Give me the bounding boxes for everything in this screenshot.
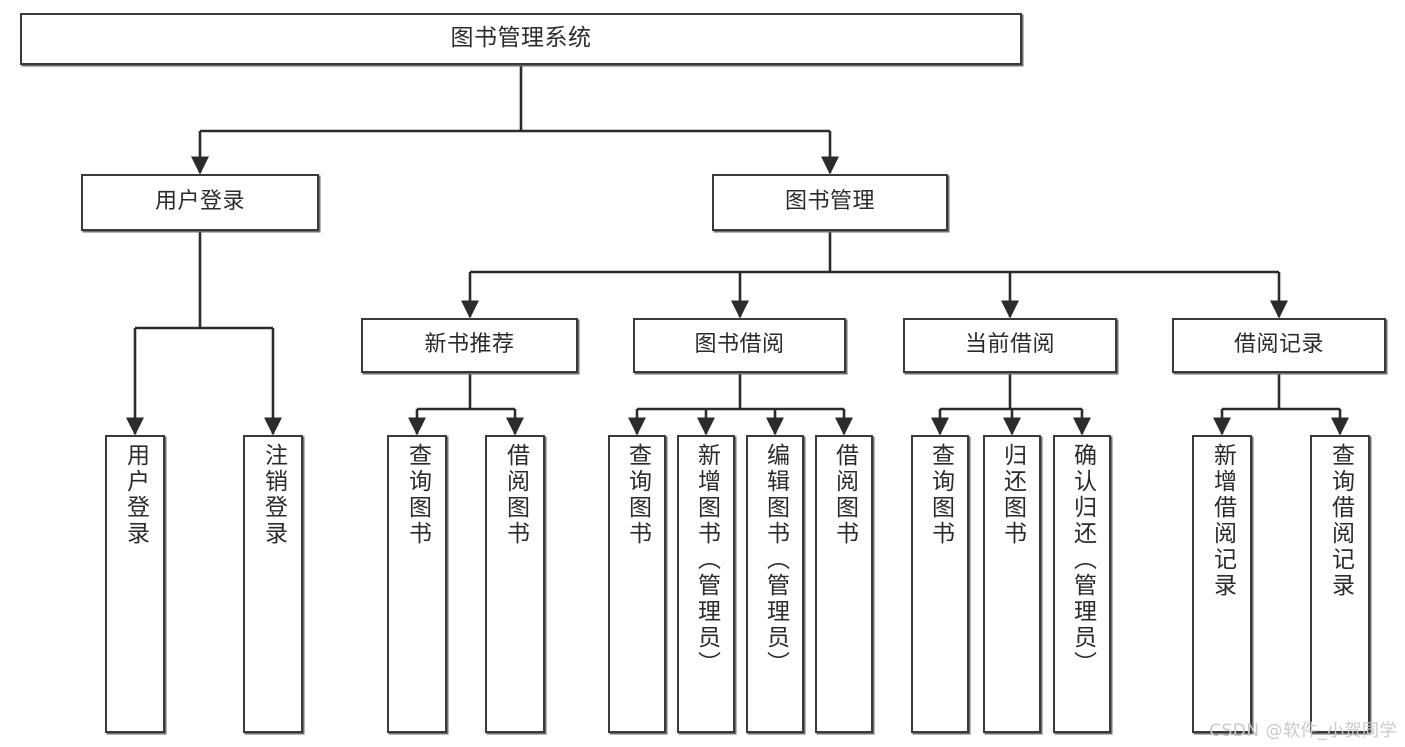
node-label: 借阅图书 [831, 443, 858, 547]
node-leaf_bb_add[interactable]: 新增图书（管理员） [677, 435, 735, 733]
node-book_borrow[interactable]: 图书借阅 [633, 318, 846, 373]
node-leaf_bl_add[interactable]: 新增借阅记录 [1192, 435, 1252, 733]
node-leaf_bl_query[interactable]: 查询借阅记录 [1310, 435, 1370, 733]
node-new_book_rec[interactable]: 新书推荐 [361, 318, 578, 373]
node-label: 图书管理 [784, 189, 875, 215]
node-leaf_user_logout[interactable]: 注销登录 [243, 435, 303, 733]
node-label: 查询图书 [404, 443, 431, 547]
node-leaf_user_login[interactable]: 用户登录 [105, 435, 165, 733]
node-leaf_bb_edit[interactable]: 编辑图书（管理员） [746, 435, 804, 733]
node-label: 注销登录 [260, 443, 287, 547]
node-leaf_cb_return[interactable]: 归还图书 [983, 435, 1041, 733]
node-label: 归还图书 [999, 443, 1026, 547]
node-label: 用户登录 [154, 189, 245, 215]
node-label: 图书借阅 [694, 332, 785, 358]
node-leaf_cb_confirm[interactable]: 确认归还（管理员） [1053, 435, 1111, 733]
node-leaf_cb_query[interactable]: 查询图书 [911, 435, 969, 733]
node-label: 用户登录 [122, 443, 149, 547]
node-leaf_rec_query[interactable]: 查询图书 [387, 435, 447, 733]
watermark: CSDN @软件_小贺同学 [1209, 721, 1397, 741]
node-book_mgmt[interactable]: 图书管理 [712, 174, 948, 231]
node-user_login[interactable]: 用户登录 [81, 174, 319, 231]
node-label: 图书管理系统 [450, 25, 592, 52]
node-label: 查询图书 [624, 443, 651, 547]
node-leaf_rec_borrow[interactable]: 借阅图书 [485, 435, 545, 733]
node-root[interactable]: 图书管理系统 [20, 13, 1022, 65]
node-label: 新增图书（管理员） [693, 443, 720, 677]
node-label: 借阅图书 [502, 443, 529, 547]
node-label: 编辑图书（管理员） [762, 443, 789, 677]
node-label: 当前借阅 [964, 332, 1055, 358]
node-label: 新增借阅记录 [1209, 443, 1236, 599]
node-label: 新书推荐 [424, 332, 515, 358]
node-leaf_bb_borrow[interactable]: 借阅图书 [815, 435, 873, 733]
node-label: 查询借阅记录 [1327, 443, 1354, 599]
node-cur_borrow[interactable]: 当前借阅 [903, 318, 1117, 373]
node-leaf_bb_query[interactable]: 查询图书 [608, 435, 666, 733]
node-borrow_log[interactable]: 借阅记录 [1172, 318, 1386, 373]
node-label: 查询图书 [927, 443, 954, 547]
node-label: 确认归还（管理员） [1069, 443, 1096, 677]
node-label: 借阅记录 [1233, 332, 1324, 358]
